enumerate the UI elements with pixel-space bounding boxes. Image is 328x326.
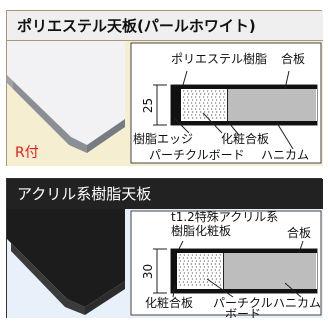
acrylic-cross-section	[170, 248, 318, 294]
particle-dots	[183, 90, 226, 119]
acrylic-surface-label-2: 樹脂化粧板	[171, 224, 232, 238]
acrylic-thickness-label: 30	[141, 263, 156, 280]
particle-board-label: パーチクルボード	[149, 148, 245, 162]
polyester-thickness-label: 25	[141, 97, 156, 114]
particle-board-label-1: パーチクル	[213, 296, 273, 310]
polyester-illustration	[7, 41, 322, 164]
thickness-dimension	[153, 84, 167, 126]
acrylic-body: 30 t1.2特殊アクリル系 樹脂化粧板 合板 化粧合板 パーチクル ボード ハ…	[7, 209, 323, 318]
particle-board-label-2: ボード	[225, 307, 262, 319]
polyester-top-panel: ポリエステル天板(パールホワイト)	[6, 10, 323, 166]
acrylic-title: アクリル系樹脂天板	[7, 179, 323, 209]
radius-label: R付	[15, 145, 39, 161]
veneer-plywood-label: 化粧合板	[145, 296, 194, 310]
honeycomb-label: ハニカム	[261, 148, 310, 162]
acrylic-surface-label-1: t1.2特殊アクリル系	[171, 210, 279, 224]
leader-lines	[172, 240, 304, 298]
honeycomb-hatch	[228, 89, 316, 121]
acrylic-illustration	[7, 209, 322, 316]
acrylic-top-panel: アクリル系樹脂天板	[6, 178, 323, 318]
honeycomb-label: ハニカム	[273, 296, 322, 310]
polyester-title: ポリエステル天板(パールホワイト)	[7, 11, 323, 41]
particle-dots	[178, 254, 221, 286]
plywood-label: 合板	[287, 226, 312, 240]
resin-edge-label: 樹脂エッジ	[133, 132, 194, 146]
polyester-tabletop-photo	[7, 41, 125, 153]
plywood-label: 合板	[281, 52, 306, 66]
polyester-cross-section	[170, 84, 318, 126]
leader-lines	[174, 70, 294, 150]
veneer-plywood-label: 化粧合板	[221, 132, 270, 146]
polyester-body: R付 25 ポリエステル樹脂 合板 樹脂エッジ 化粧合板 パーチクルボード ハニ…	[7, 41, 323, 166]
thickness-dimension	[153, 248, 167, 294]
polyester-resin-label: ポリエステル樹脂	[171, 52, 268, 66]
honeycomb-hatch	[224, 253, 316, 289]
acrylic-tabletop-photo	[7, 209, 125, 315]
